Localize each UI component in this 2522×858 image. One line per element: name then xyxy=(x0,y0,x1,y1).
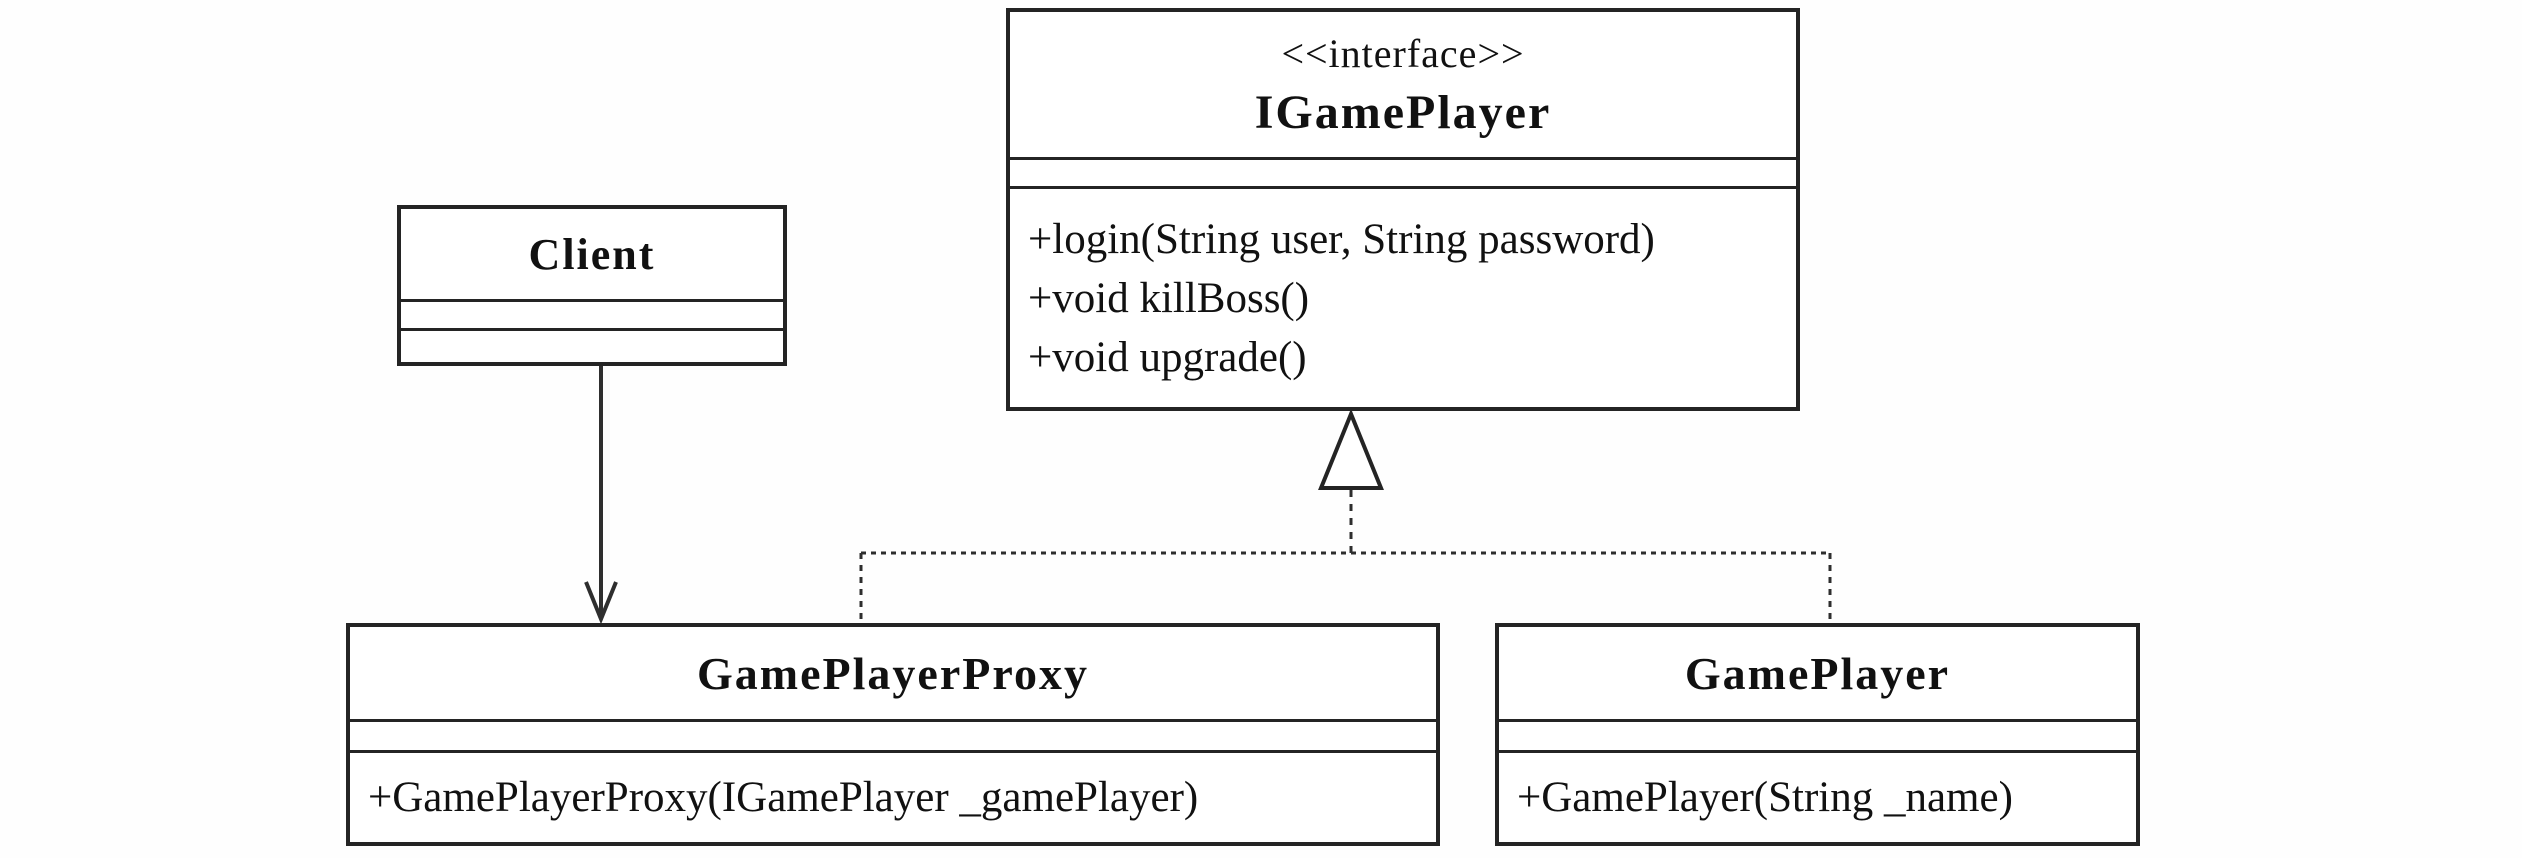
gameplayer-attributes-compartment xyxy=(1499,719,2136,753)
gameplayer-title-compartment: GamePlayer xyxy=(1499,627,2136,719)
realization-triangle-icon xyxy=(1318,408,1384,490)
association-open-arrowhead-icon xyxy=(584,581,618,625)
gameplayer-class-name: GamePlayer xyxy=(1684,647,1951,699)
method-label: +void upgrade() xyxy=(1028,333,1307,381)
client-title-compartment: Client xyxy=(401,209,783,299)
client-class-name: Client xyxy=(528,229,656,279)
igameplayer-class-name: IGamePlayer xyxy=(1254,85,1552,139)
method-label: +GamePlayer(String _name) xyxy=(1517,774,2013,821)
client-attributes-compartment xyxy=(401,299,783,331)
igameplayer-title-compartment: <<interface>> IGamePlayer xyxy=(1010,12,1796,157)
gameplayerproxy-title-compartment: GamePlayerProxy xyxy=(350,627,1436,719)
method-label: +GamePlayerProxy(IGamePlayer _gamePlayer… xyxy=(368,774,1199,821)
igameplayer-attributes-compartment xyxy=(1010,157,1796,189)
gameplayer-methods-compartment: +GamePlayer(String _name) xyxy=(1499,753,2136,842)
class-box-gameplayer: GamePlayer +GamePlayer(String _name) xyxy=(1495,623,2140,846)
gameplayerproxy-attributes-compartment xyxy=(350,719,1436,753)
method-label: +void killBoss() xyxy=(1028,274,1310,322)
class-box-client: Client xyxy=(397,205,787,366)
client-methods-compartment xyxy=(401,331,783,362)
class-box-gameplayerproxy: GamePlayerProxy +GamePlayerProxy(IGamePl… xyxy=(346,623,1440,846)
gameplayerproxy-class-name: GamePlayerProxy xyxy=(697,647,1089,699)
gameplayerproxy-methods-compartment: +GamePlayerProxy(IGamePlayer _gamePlayer… xyxy=(350,753,1436,842)
igameplayer-stereotype: <<interface>> xyxy=(1281,30,1525,76)
method-label: +login(String user, String password) xyxy=(1028,215,1655,263)
interface-box-igameplayer: <<interface>> IGamePlayer +login(String … xyxy=(1006,8,1800,411)
igameplayer-methods-compartment: +login(String user, String password) +vo… xyxy=(1010,189,1796,407)
